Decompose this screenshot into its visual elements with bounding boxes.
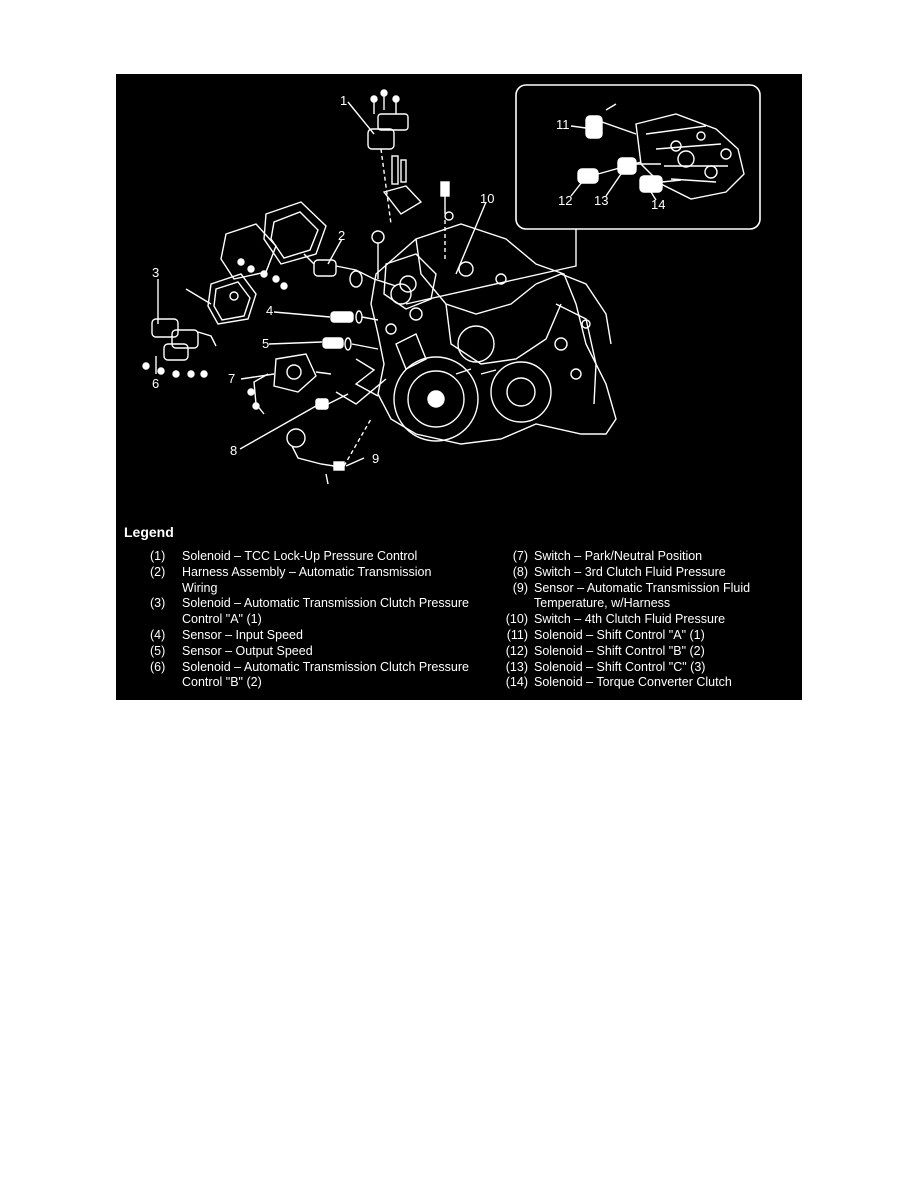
legend-item-text: Sensor – Automatic Transmission Fluid Te… [534,580,751,611]
part-1-solenoid [367,89,423,225]
legend-item: (9) Sensor – Automatic Transmission Fluid… [498,581,798,613]
legend-right-column: (7) Switch – Park/Neutral Position (8) Swit… [498,549,798,691]
callout-11: 11 [556,117,570,132]
part-3-6-solenoids [142,318,217,378]
legend-item-text: Solenoid – TCC Lock-Up Pressure Control [182,549,418,563]
legend-item-text: Switch – 3rd Clutch Fluid Pressure [534,564,726,579]
legend-item: (2) Harness Assembly – Automatic Transmis… [150,565,470,597]
legend-item-text: Switch – 4th Clutch Fluid Pressure [534,612,726,627]
callout-1: 1 [340,93,348,108]
part-7-park-neutral-switch [247,353,332,415]
callout-9: 9 [372,451,380,466]
callout-7: 7 [228,371,236,386]
legend-item-number: (6) [150,659,166,674]
legend-item: (5) Sensor – Output Speed [150,644,470,660]
callout-12: 12 [558,193,573,208]
callout-13: 13 [594,193,609,208]
callout-14: 14 [651,197,666,212]
legend-item: (6) Solenoid – Automatic Transmission Clu… [150,660,470,692]
legend-item: (10) Switch – 4th Clutch Fluid Pressure [498,612,798,628]
legend-title: Legend [124,524,174,540]
bolts [237,258,288,290]
inset-solenoid-13 [617,157,661,175]
legend-item-number: (4) [150,627,166,642]
callout-3: 3 [152,265,160,280]
inset-solenoid-11 [585,103,637,139]
legend-item-number: (7) [512,549,528,563]
inset-solenoid-14 [639,175,682,193]
part-5-output-speed-sensor [322,337,379,351]
legend-item-text: Sensor – Input Speed [182,627,303,642]
legend-item-number: (10) [505,612,528,627]
legend-item-text: Harness Assembly – Automatic Transmissio… [182,564,432,595]
legend-item: (14) Solenoid – Torque Converter Clutch [498,675,798,691]
legend-item: (4) Sensor – Input Speed [150,628,470,644]
legend-item-text: Solenoid – Automatic Transmission Clutch… [182,596,469,627]
legend-item-text: Sensor – Output Speed [182,643,313,658]
callout-8: 8 [230,443,238,458]
inset-box [515,84,761,230]
callout-10: 10 [480,191,495,206]
callout-2: 2 [338,228,346,243]
legend-item-number: (2) [150,564,166,579]
legend-item-number: (11) [506,627,528,642]
dipstick [371,230,385,279]
legend-item-text: Solenoid – Torque Converter Clutch [534,675,732,690]
part-8-3rd-clutch-switch [315,393,349,410]
legend-item: (3) Solenoid – Automatic Transmission Clu… [150,596,470,628]
legend-item: (13) Solenoid – Shift Control "C" (3) [498,660,798,676]
part-2-harness [303,253,397,288]
legend-item-text: Solenoid – Shift Control "C" (3) [534,659,706,674]
transmission-exploded-view [142,84,761,485]
legend-item-text: Switch – Park/Neutral Position [534,549,703,563]
diagram-figure: 1 2 3 4 5 6 7 8 9 10 11 12 13 14 Legend … [116,74,802,700]
part-4-input-speed-sensor [330,310,379,324]
legend-item-number: (3) [150,596,166,611]
legend-item-number: (14) [505,675,528,690]
legend-item-number: (13) [505,659,528,674]
transmission-case [370,223,617,445]
legend-item-number: (5) [150,643,166,658]
legend-item: (11) Solenoid – Shift Control "A" (1) [498,628,798,644]
legend-item-number: (12) [505,643,528,658]
legend-item: (7) Switch – Park/Neutral Position [498,549,798,565]
part-10-switch [440,181,454,259]
legend-item-text: Solenoid – Shift Control "A" (1) [534,627,705,642]
legend-item-number: (1) [150,549,166,563]
legend-item-number: (9) [512,580,528,595]
legend-item: (1) Solenoid – TCC Lock-Up Pressure Contr… [150,549,470,565]
legend-left-column: (1) Solenoid – TCC Lock-Up Pressure Contr… [150,549,470,691]
inset-valve-body [635,113,745,200]
legend-item: (8) Switch – 3rd Clutch Fluid Pressure [498,565,798,581]
callout-4: 4 [266,303,274,318]
callout-5: 5 [262,336,270,351]
covers-and-gaskets [185,201,327,325]
legend-item-text: Solenoid – Automatic Transmission Clutch… [182,659,469,690]
part-9-temp-sensor [286,418,372,485]
legend-item: (12) Solenoid – Shift Control "B" (2) [498,644,798,660]
legend-item-number: (8) [512,564,528,579]
callout-6: 6 [152,376,160,391]
legend-item-text: Solenoid – Shift Control "B" (2) [534,643,705,658]
